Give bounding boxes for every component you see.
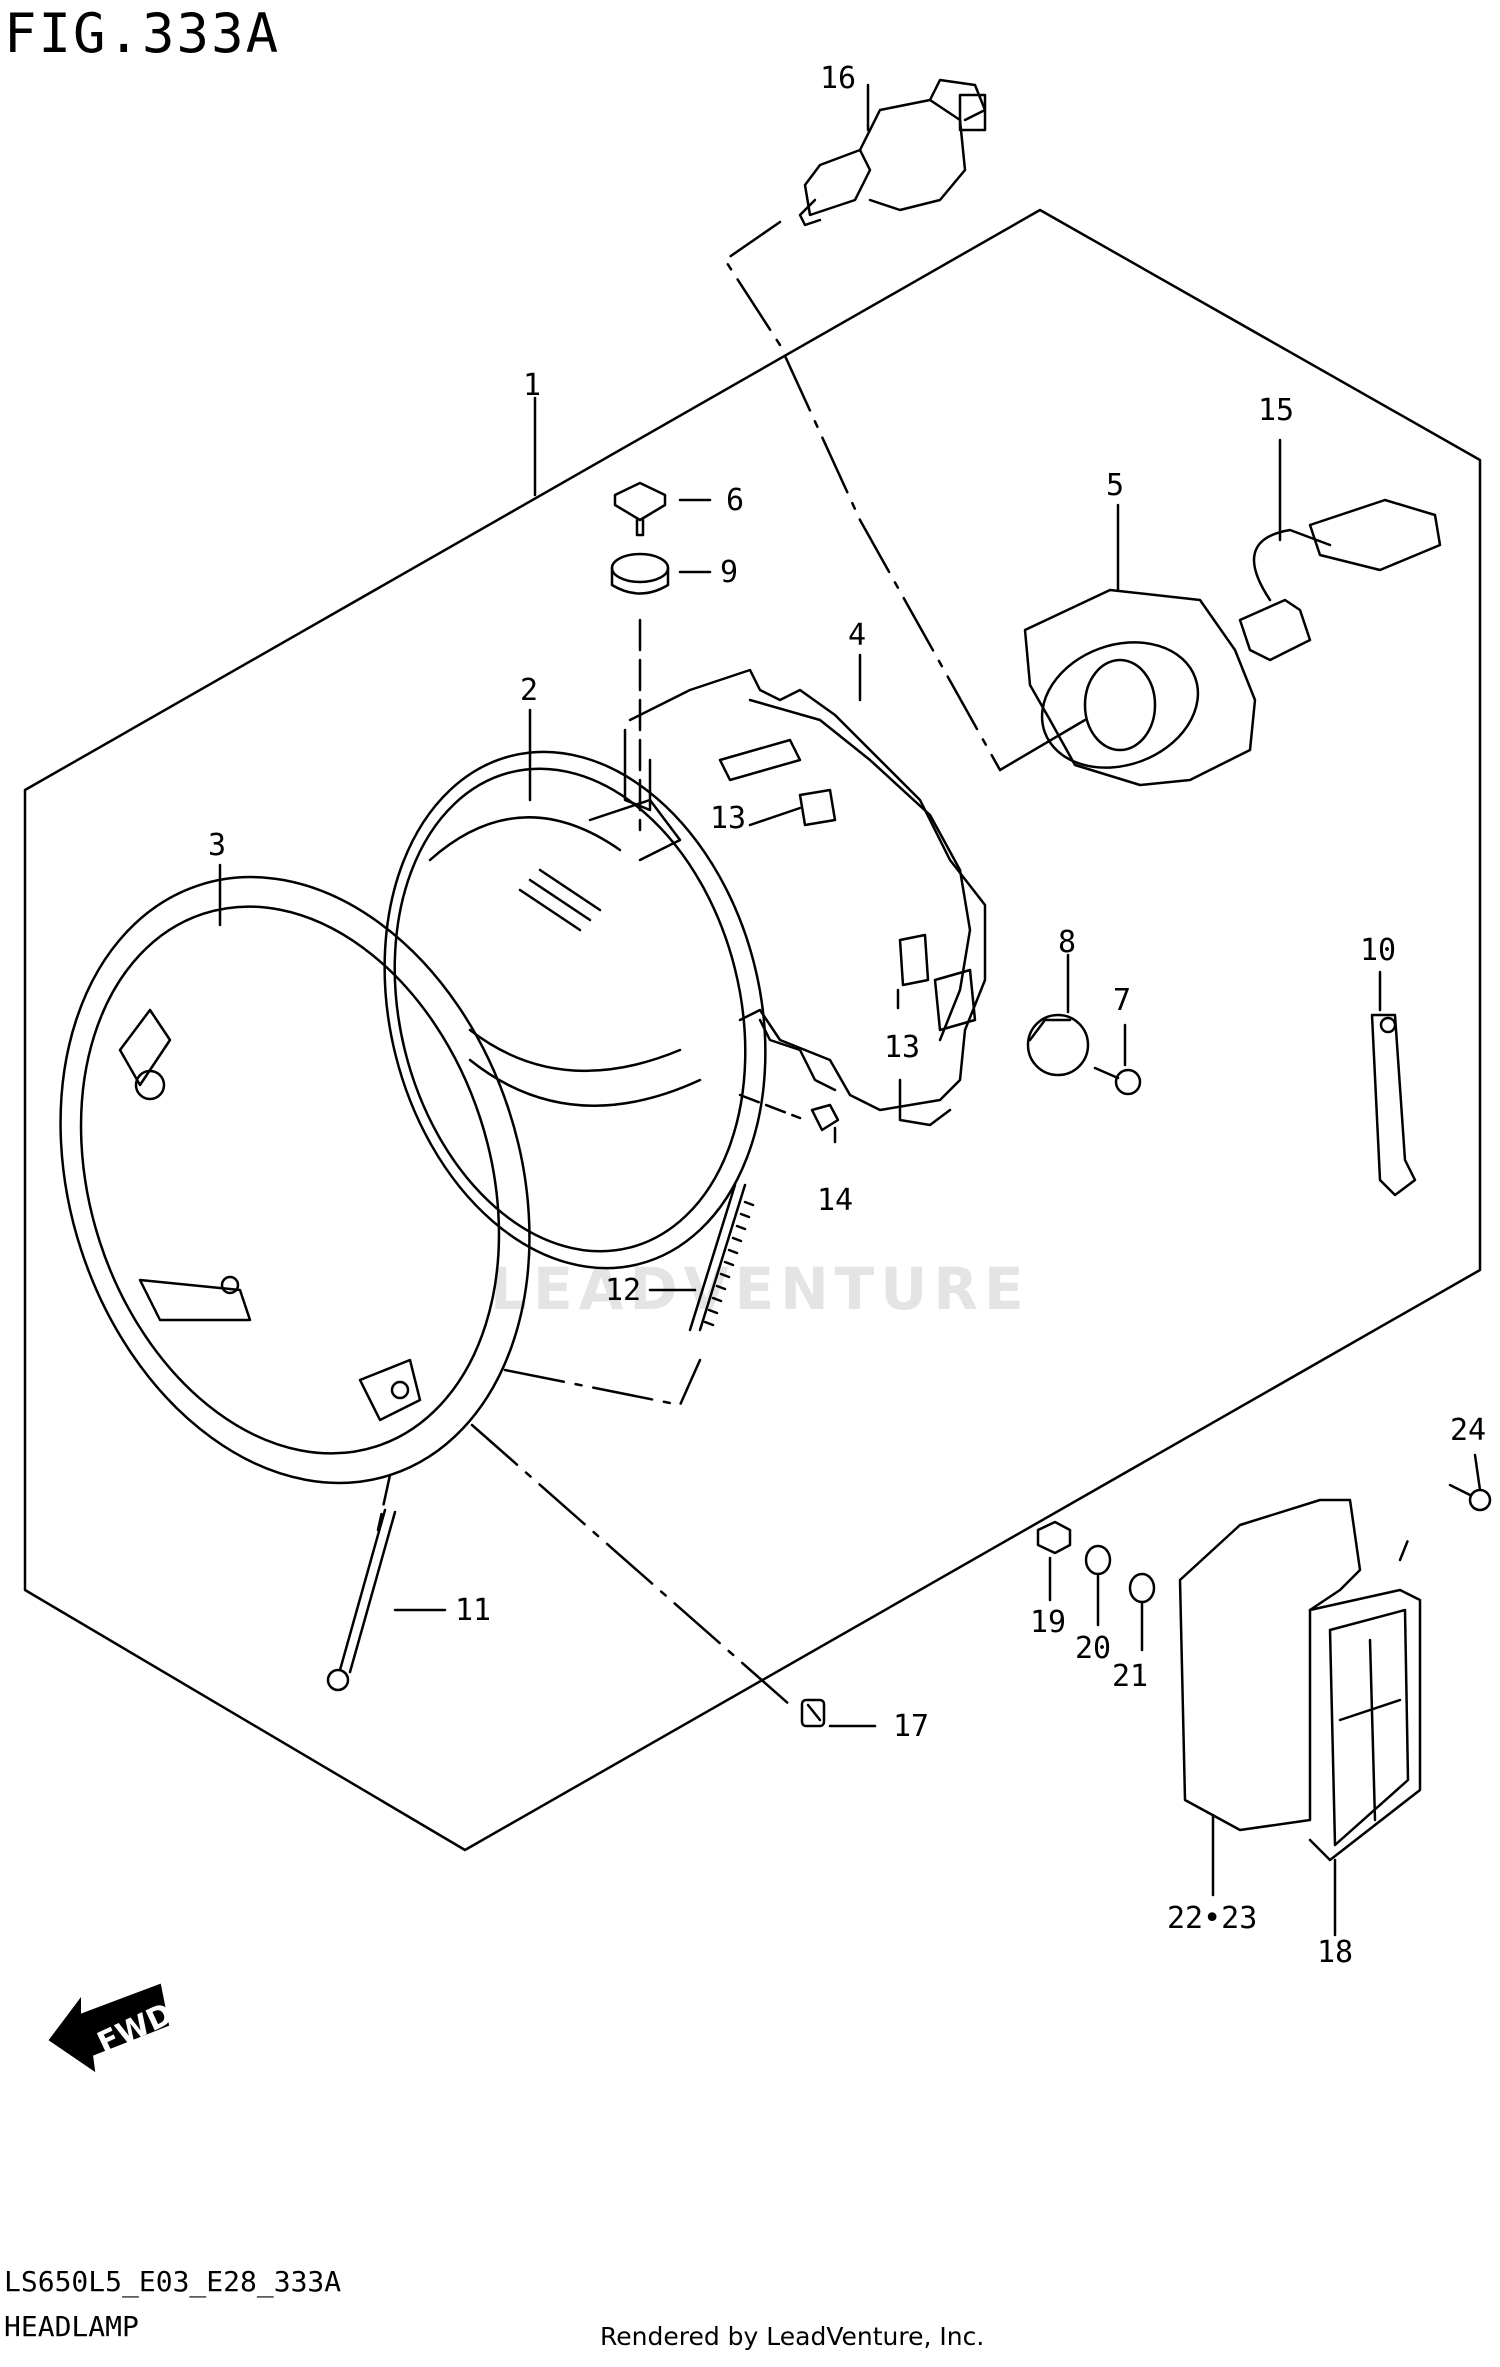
nut-19 [1036,1520,1072,1555]
callout-13a: 13 [710,801,746,836]
figure-title: FIG.333A [4,2,281,65]
callout-1: 1 [523,368,541,403]
screw-24 [1448,1483,1492,1512]
callout-15: 15 [1258,393,1294,428]
adjusting-spring [688,1183,755,1332]
headlamp-rim [59,875,531,1485]
headlamp-unit [383,750,767,1270]
callout-10: 10 [1360,933,1396,968]
callout-8: 8 [1058,925,1076,960]
callout-11: 11 [455,1593,491,1628]
assembly-boundary [23,208,1482,1852]
headlamp-housing-bracket [623,668,987,1127]
callout-3: 3 [208,828,226,863]
adjusting-screw [326,1508,397,1692]
callout-4: 4 [848,618,866,653]
callout-9: 9 [720,555,738,590]
callout-18: 18 [1317,1935,1353,1970]
grommet-9 [610,552,670,595]
callout-22-23: 22•23 [1167,1901,1257,1936]
callout-20: 20 [1075,1631,1111,1666]
rendered-by-credit: Rendered by LeadVenture, Inc. [600,2322,985,2351]
bolt-7 [1093,1066,1142,1096]
headlamp-cover [1023,588,1257,787]
callout-2: 2 [520,673,538,708]
grommet-8 [1026,1013,1090,1077]
reflector-assembly [1178,1498,1422,1862]
wiring-connector [1238,498,1442,662]
callout-13b: 13 [884,1030,920,1065]
screw-17 [800,1698,826,1728]
bracket-clip-10 [1370,1013,1417,1197]
nut-14 [810,1103,840,1132]
washer-20 [1084,1544,1112,1576]
callout-17: 17 [893,1709,929,1744]
callout-6: 6 [726,483,744,518]
callout-16: 16 [820,61,856,96]
callout-21: 21 [1112,1659,1148,1694]
forward-arrow: FWD [48,1983,178,2073]
figure-code: LS650L5_E03_E28_333A [4,2265,342,2298]
washer-21 [1128,1572,1156,1604]
figure-subtitle: HEADLAMP [4,2310,139,2343]
callout-19: 19 [1030,1605,1066,1640]
callout-12: 12 [605,1273,641,1308]
bulb-leader-line [723,220,1002,772]
nut-6 [613,481,667,537]
callout-14: 14 [817,1183,853,1218]
headlight-bulb [798,78,987,227]
callout-24: 24 [1450,1413,1486,1448]
callout-5: 5 [1106,468,1124,503]
callout-7: 7 [1113,983,1131,1018]
